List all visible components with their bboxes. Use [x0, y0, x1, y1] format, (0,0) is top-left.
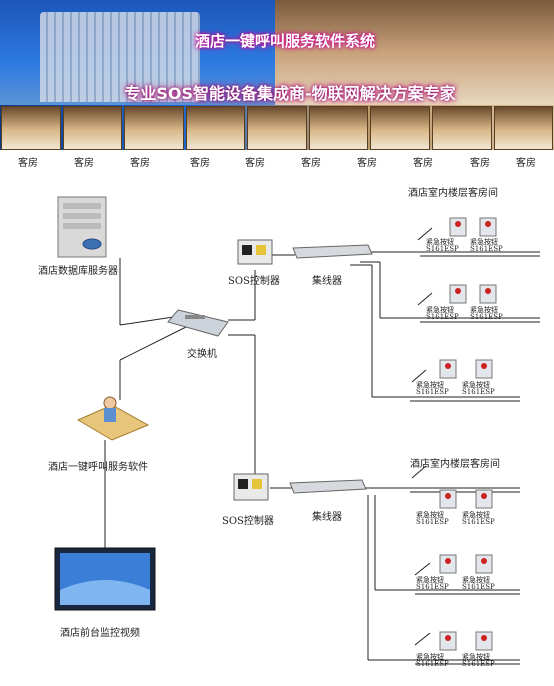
emergency-button-icon [479, 217, 497, 237]
device-model: S161ESP [416, 660, 449, 668]
hub-label: 集线器 [312, 512, 342, 523]
network-switch-icon [167, 309, 229, 337]
sos-controller-icon [237, 239, 273, 265]
room-thumbnail [247, 106, 307, 150]
emergency-button-icon [449, 217, 467, 237]
device-name: 紧急按钮 [462, 576, 490, 584]
hub-label: 集线器 [312, 276, 342, 287]
device-model: S161ESP [462, 388, 495, 396]
device-name: 紧急按钮 [416, 576, 444, 584]
emergency-button-icon [439, 554, 457, 574]
device-name: 紧急按钮 [462, 653, 490, 661]
device-model: S161ESP [462, 660, 495, 668]
connection-lines [104, 227, 540, 665]
emergency-button-icon [479, 284, 497, 304]
device-name: 紧急按钮 [426, 238, 454, 246]
room-thumbnail [1, 106, 61, 150]
switch-label: 交换机 [187, 349, 217, 360]
device-model: S161ESP [416, 518, 449, 526]
room-label: 客房 [470, 158, 490, 169]
emergency-button-icon [475, 489, 493, 509]
operator-desk-icon [76, 396, 150, 441]
hub-icon [292, 244, 373, 259]
room-label: 客房 [357, 158, 377, 169]
banner: 酒店一键呼叫服务软件系统 专业SOS智能设备集成商-物联网解决方案专家 [0, 0, 554, 150]
emergency-button-icon [439, 359, 457, 379]
device-name: 紧急按钮 [470, 238, 498, 246]
database-server-icon [57, 196, 107, 258]
device-name: 紧急按钮 [470, 306, 498, 314]
device-model: S161ESP [416, 583, 449, 591]
hotel-room-photo [275, 0, 554, 105]
room-label: 客房 [190, 158, 210, 169]
room-thumbnail [308, 106, 369, 150]
device-name: 紧急按钮 [462, 381, 490, 389]
device-name: 紧急按钮 [426, 306, 454, 314]
room-label: 客房 [245, 158, 265, 169]
device-name: 紧急按钮 [462, 511, 490, 519]
device-model: S161ESP [426, 313, 459, 321]
emergency-button-icon [475, 554, 493, 574]
monitor-label: 酒店前台监控视频 [60, 628, 140, 639]
hotel-building-image [40, 12, 200, 102]
device-model: S161ESP [470, 245, 503, 253]
device-name: 紧急按钮 [416, 511, 444, 519]
device-name: 紧急按钮 [416, 653, 444, 661]
emergency-button-icon [475, 631, 493, 651]
room-thumbnail [431, 106, 492, 150]
room-label: 客房 [301, 158, 321, 169]
device-model: S161ESP [426, 245, 459, 253]
banner-subtitle: 专业SOS智能设备集成商-物联网解决方案专家 [124, 84, 456, 103]
sos-controller-label: SOS控制器 [228, 276, 280, 287]
banner-title: 酒店一键呼叫服务软件系统 [194, 32, 375, 50]
floor-rooms-label: 酒店室内楼层客房间 [410, 459, 500, 470]
room-thumbnail-strip [0, 106, 554, 150]
room-thumbnail [185, 106, 246, 150]
db-server-label: 酒店数据库服务器 [38, 266, 118, 277]
floor-rooms-label: 酒店室内楼层客房间 [408, 188, 498, 199]
emergency-button-icon [475, 359, 493, 379]
room-thumbnail [62, 106, 123, 150]
room-thumbnail [124, 106, 184, 150]
device-model: S161ESP [470, 313, 503, 321]
room-thumbnail [493, 106, 554, 150]
room-label: 客房 [516, 158, 536, 169]
emergency-button-icon [439, 489, 457, 509]
device-model: S161ESP [462, 583, 495, 591]
room-label: 客房 [130, 158, 150, 169]
emergency-button-icon [449, 284, 467, 304]
hub-icon [289, 479, 367, 494]
emergency-button-icon [439, 631, 457, 651]
room-label: 客房 [74, 158, 94, 169]
device-model: S161ESP [416, 388, 449, 396]
monitor-screen-icon [54, 547, 156, 611]
room-thumbnail [370, 106, 430, 150]
device-model: S161ESP [462, 518, 495, 526]
software-label: 酒店一键呼叫服务软件 [48, 462, 148, 473]
sos-controller-label: SOS控制器 [222, 516, 274, 527]
sos-controller-icon [233, 473, 269, 501]
room-label: 客房 [413, 158, 433, 169]
room-label: 客房 [18, 158, 38, 169]
device-name: 紧急按钮 [416, 381, 444, 389]
